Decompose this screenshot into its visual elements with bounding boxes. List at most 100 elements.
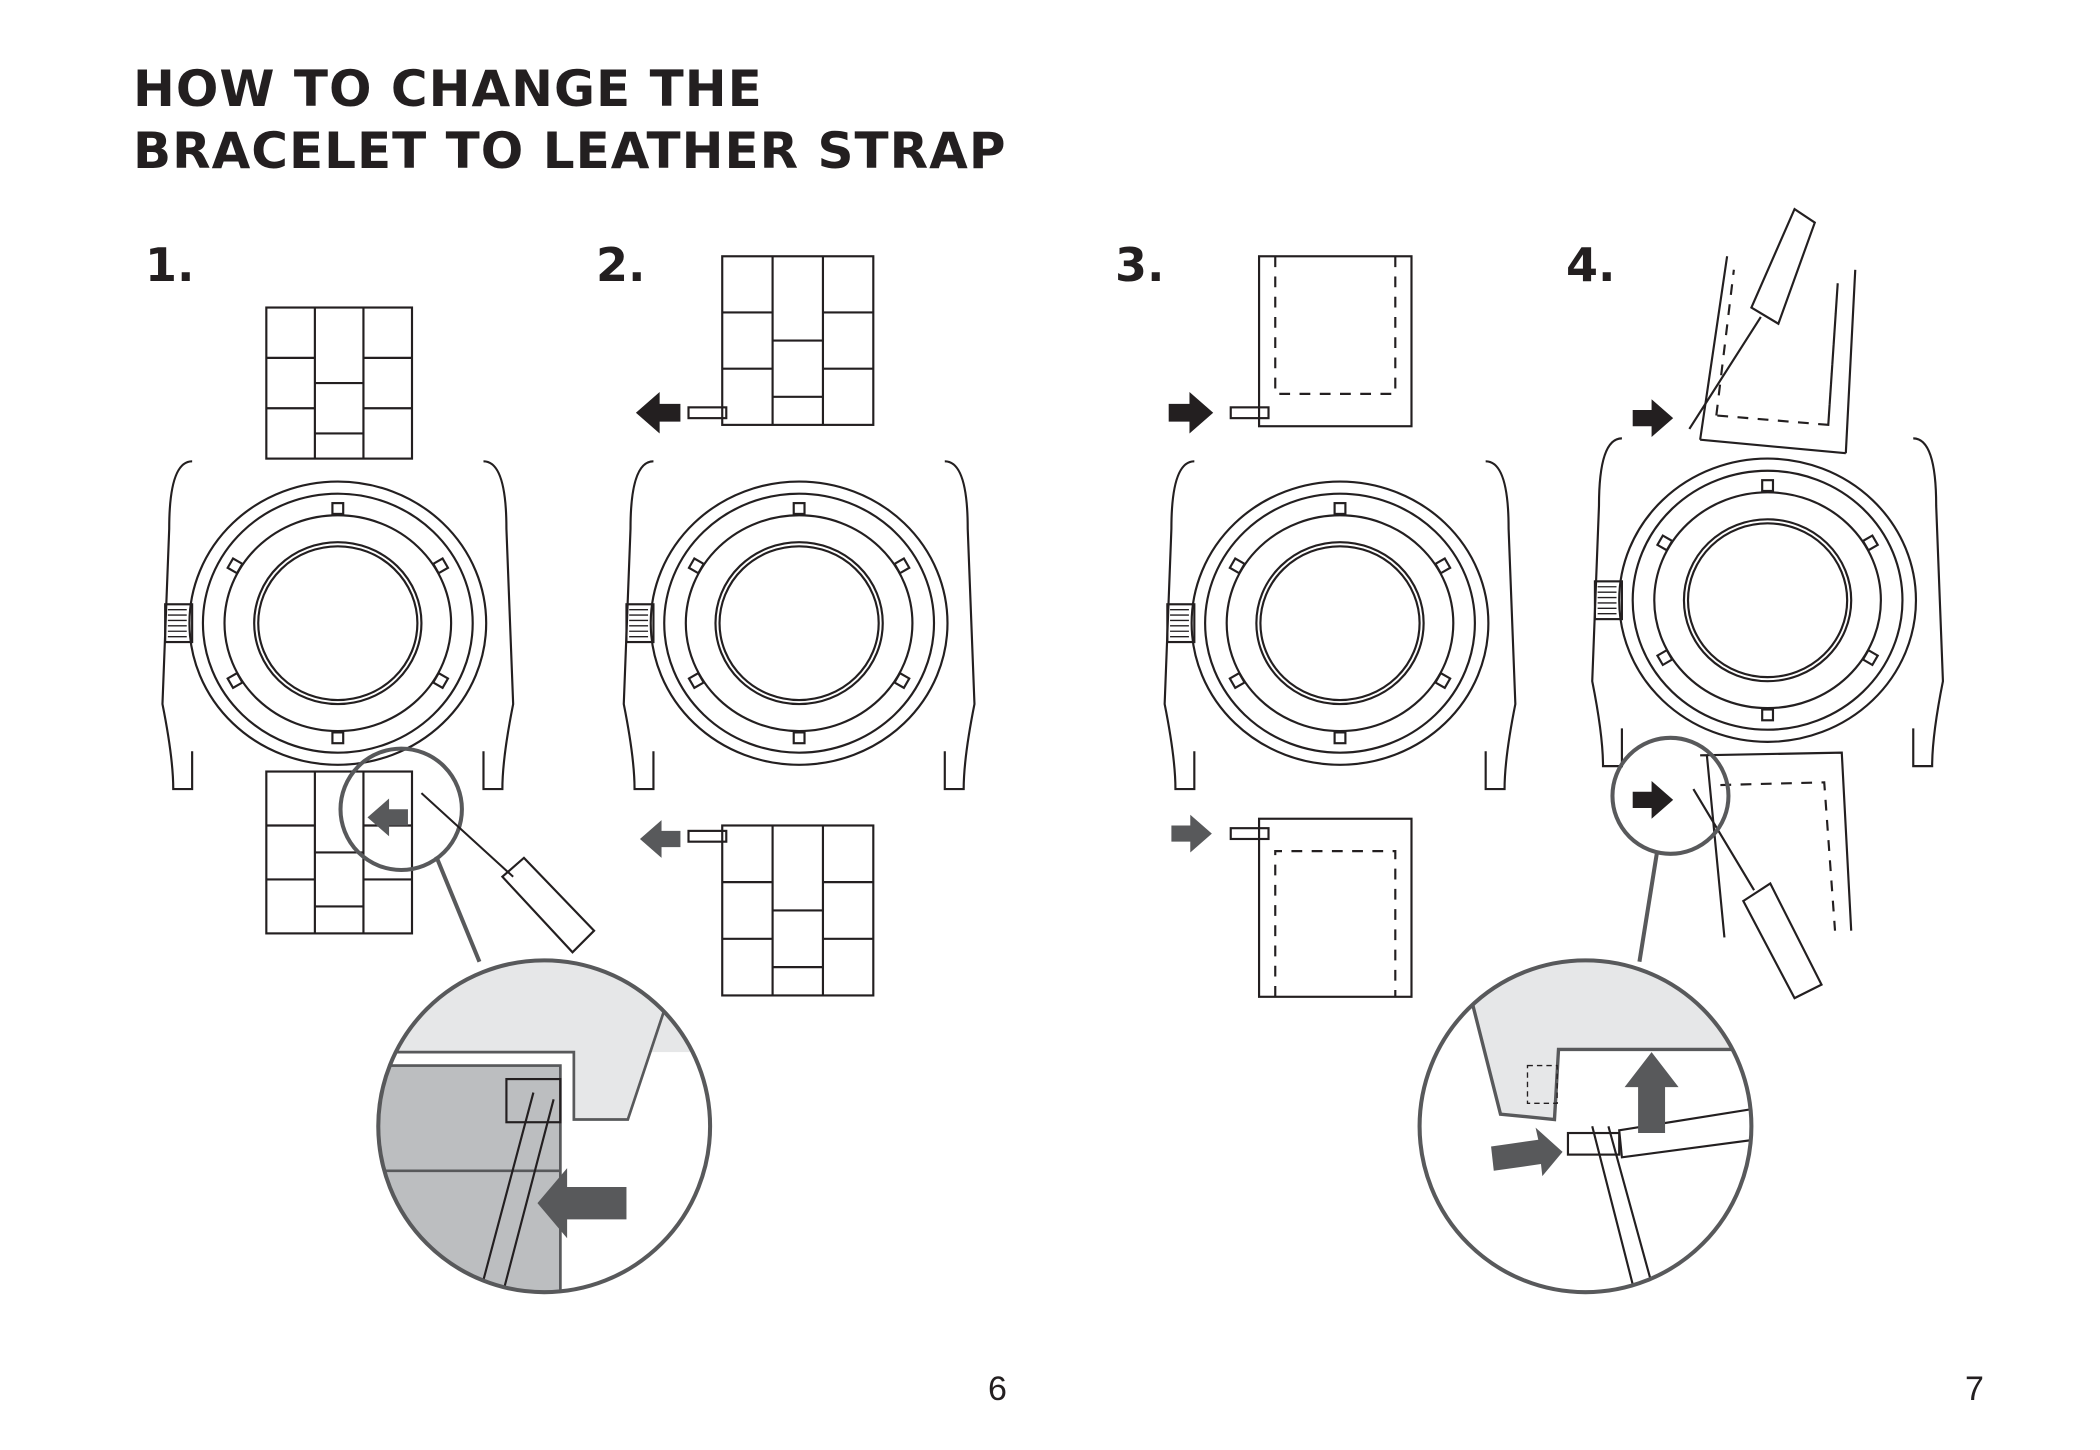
hour-marker (1333, 502, 1347, 515)
step-number-2: 2. (596, 238, 646, 292)
watch-case-lugs (1163, 460, 1517, 791)
watch-bezel-outer (1618, 457, 1918, 743)
watch-bezel-outer (1190, 480, 1490, 766)
magnifier-large-step1 (376, 958, 713, 1295)
spring-bar (687, 406, 728, 420)
bracelet-top-step2 (721, 255, 875, 426)
hour-marker (431, 556, 450, 575)
watch-step4 (1591, 437, 1945, 768)
magnifier-small-step1 (338, 746, 464, 873)
tool-top (1688, 207, 1817, 430)
arrow-left-large (537, 1168, 627, 1239)
arrow-left-grey (367, 798, 408, 837)
hour-marker (1333, 731, 1347, 745)
hour-marker (331, 502, 345, 515)
hour-marker (226, 671, 244, 690)
watch-crown (164, 603, 194, 644)
hidden-spring-bar (1526, 1064, 1558, 1105)
arrow-right-black (1632, 780, 1674, 819)
hour-marker (226, 556, 244, 575)
watch-bezel-outer (649, 480, 949, 766)
hour-marker (1655, 648, 1674, 667)
watch-crystal-inner (1686, 522, 1849, 679)
page-title: HOW TO CHANGE THE BRACELET TO LEATHER ST… (133, 58, 1007, 182)
strap-bottom-step4 (1700, 751, 1853, 938)
watch-dial-ring (684, 514, 914, 733)
watch-step2 (622, 460, 976, 791)
hour-marker (792, 731, 806, 745)
hour-marker (331, 731, 345, 745)
magnifier-connector (1637, 852, 1659, 963)
watch-crown (1166, 603, 1196, 644)
watch-crystal-inner (1259, 545, 1421, 702)
watch-case-lugs (1591, 437, 1945, 768)
hour-marker (893, 671, 911, 690)
watch-bezel-inner (201, 492, 474, 754)
page-number-left: 6 (988, 1370, 1007, 1408)
arrow-left-grey (639, 820, 681, 858)
bracelet-outline (721, 255, 875, 426)
magnifier-contents (378, 960, 711, 1293)
step-number-4: 4. (1566, 238, 1616, 292)
hour-marker (1228, 556, 1247, 575)
strap-top-step4 (1699, 256, 1857, 455)
arrow-up (1624, 1052, 1679, 1134)
arrow-left-black (635, 391, 681, 434)
bracelet-outline (265, 770, 414, 935)
watch-dial-ring (1653, 491, 1882, 710)
tool-handle (500, 856, 596, 954)
bracelet-bottom-step2 (721, 824, 875, 997)
spring-bar (687, 829, 728, 843)
watch-crystal-inner (718, 545, 880, 702)
watch-crown (1593, 580, 1623, 621)
watch-case-lugs (161, 460, 515, 791)
bracelet-outline (721, 824, 875, 997)
watch-crystal (253, 541, 423, 706)
page-number-right: 7 (1965, 1370, 1984, 1408)
watch-crystal (1682, 518, 1853, 683)
arrow-right-grey (1171, 814, 1212, 853)
arrow-right-black (1168, 391, 1214, 434)
watch-crystal (714, 541, 884, 706)
spring-bar (1229, 406, 1270, 420)
tool-tip (478, 1092, 555, 1293)
hour-marker (1861, 534, 1880, 552)
step-number-3: 3. (1115, 238, 1165, 292)
strap-stitching (1274, 256, 1397, 395)
hour-marker (1433, 671, 1452, 690)
hour-marker (1433, 556, 1452, 575)
tool-shaft (420, 792, 514, 878)
spring-bar (1229, 827, 1270, 841)
watch-bezel-inner (663, 492, 936, 754)
watch-step1 (161, 460, 515, 791)
strap-bottom-step3 (1257, 817, 1413, 998)
strap-outline (1257, 817, 1413, 998)
arrow-right-black (1632, 399, 1674, 438)
magnifier-large-step4 (1417, 958, 1754, 1295)
case-shade (1455, 960, 1752, 1122)
magnifier-contents (1455, 960, 1752, 1293)
watch-dial-ring (223, 514, 453, 733)
title-line-2: BRACELET TO LEATHER STRAP (133, 122, 1007, 180)
hour-marker (1655, 534, 1674, 552)
watch-case-lugs (622, 460, 976, 791)
arrow-right-large (1491, 1127, 1563, 1177)
watch-step3 (1163, 460, 1517, 791)
watch-crystal-inner (257, 545, 419, 702)
strap-stitching (1720, 781, 1837, 931)
title-line-1: HOW TO CHANGE THE (133, 60, 763, 118)
hour-marker (893, 556, 911, 575)
bracelet-bottom-step1 (265, 770, 414, 935)
watch-bezel-inner (1631, 469, 1904, 731)
hour-marker (792, 502, 806, 515)
strap-stitching (1715, 269, 1839, 427)
watch-bezel-outer (188, 480, 488, 766)
tool-bottom (1692, 788, 1823, 1000)
watch-crown (625, 603, 655, 644)
step-number-1: 1. (145, 238, 195, 292)
hour-marker (1761, 708, 1775, 722)
strap-outline (1257, 255, 1413, 428)
hour-marker (687, 556, 706, 575)
tool-tip (1591, 1125, 1654, 1293)
